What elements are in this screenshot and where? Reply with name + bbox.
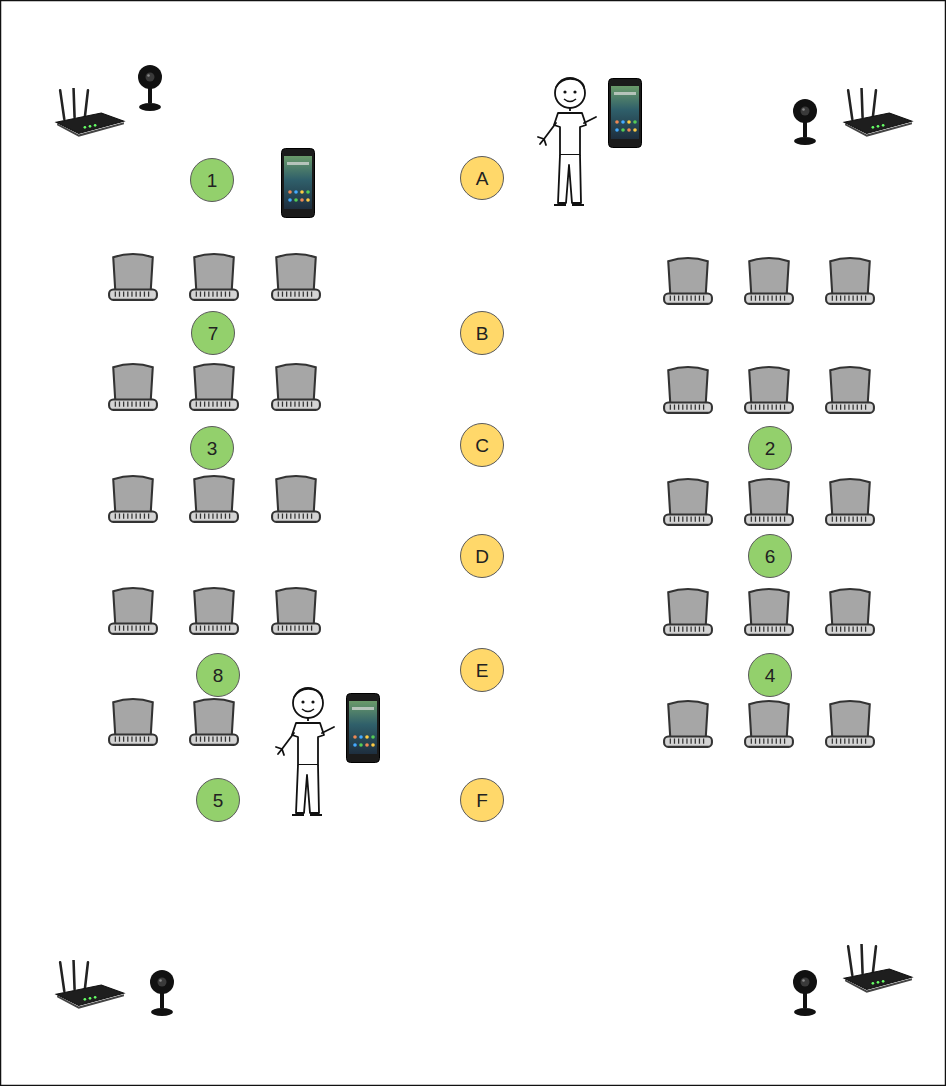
cameras bbox=[138, 65, 817, 1016]
chair bbox=[745, 589, 793, 635]
chair bbox=[272, 364, 320, 410]
position-label: 1 bbox=[207, 171, 218, 190]
chair bbox=[190, 364, 238, 410]
smartphone bbox=[282, 149, 315, 218]
chair bbox=[190, 699, 238, 745]
position-label: E bbox=[476, 661, 489, 680]
wifi-router bbox=[844, 88, 912, 136]
chair bbox=[826, 701, 874, 747]
stick-figure bbox=[538, 78, 596, 205]
marker-circle: 5 bbox=[196, 778, 240, 822]
chair bbox=[190, 254, 238, 300]
marker-circle: 6 bbox=[748, 534, 792, 578]
chair bbox=[190, 588, 238, 634]
chair bbox=[190, 476, 238, 522]
chair bbox=[109, 699, 157, 745]
camera bbox=[793, 99, 817, 145]
position-label: D bbox=[475, 547, 489, 566]
marker-circle: 8 bbox=[196, 653, 240, 697]
marker-circle: B bbox=[460, 311, 504, 355]
chair bbox=[109, 588, 157, 634]
chair bbox=[826, 258, 874, 304]
wifi-router bbox=[56, 960, 124, 1008]
marker-circle: C bbox=[460, 423, 504, 467]
camera bbox=[138, 65, 162, 111]
smartphone bbox=[347, 694, 380, 763]
position-label: 5 bbox=[213, 791, 224, 810]
camera bbox=[793, 970, 817, 1016]
marker-circle: E bbox=[460, 648, 504, 692]
chair bbox=[272, 476, 320, 522]
stick-figure bbox=[276, 688, 334, 815]
chair bbox=[826, 589, 874, 635]
position-label: 6 bbox=[765, 547, 776, 566]
position-label: 7 bbox=[208, 324, 219, 343]
marker-circle: 4 bbox=[748, 653, 792, 697]
position-label: C bbox=[475, 436, 489, 455]
marker-circle: 7 bbox=[191, 311, 235, 355]
position-label: 3 bbox=[207, 439, 218, 458]
chair bbox=[745, 258, 793, 304]
position-label: 2 bbox=[765, 439, 776, 458]
chair bbox=[745, 367, 793, 413]
chair bbox=[664, 589, 712, 635]
position-label: B bbox=[476, 324, 489, 343]
chair bbox=[745, 701, 793, 747]
marker-circle: 2 bbox=[748, 426, 792, 470]
chair bbox=[745, 479, 793, 525]
marker-circle: 1 bbox=[190, 158, 234, 202]
chairs bbox=[109, 254, 874, 747]
wifi-router bbox=[56, 88, 124, 136]
marker-circle: D bbox=[460, 534, 504, 578]
marker-circle: F bbox=[460, 778, 504, 822]
chair bbox=[664, 701, 712, 747]
chair bbox=[109, 254, 157, 300]
marker-circle: 3 bbox=[190, 426, 234, 470]
position-label: F bbox=[476, 791, 488, 810]
chair bbox=[109, 364, 157, 410]
position-label: 8 bbox=[213, 666, 224, 685]
chair bbox=[664, 367, 712, 413]
position-label: 4 bbox=[765, 666, 776, 685]
routers bbox=[56, 88, 912, 1008]
chair bbox=[664, 479, 712, 525]
chair bbox=[272, 254, 320, 300]
position-label: A bbox=[476, 169, 489, 188]
chair bbox=[826, 367, 874, 413]
chair bbox=[109, 476, 157, 522]
wifi-router bbox=[844, 944, 912, 992]
chair bbox=[664, 258, 712, 304]
smartphone bbox=[609, 79, 642, 148]
camera bbox=[150, 970, 174, 1016]
marker-circle: A bbox=[460, 156, 504, 200]
chair bbox=[272, 588, 320, 634]
chair bbox=[826, 479, 874, 525]
phones-and-people bbox=[276, 78, 642, 815]
